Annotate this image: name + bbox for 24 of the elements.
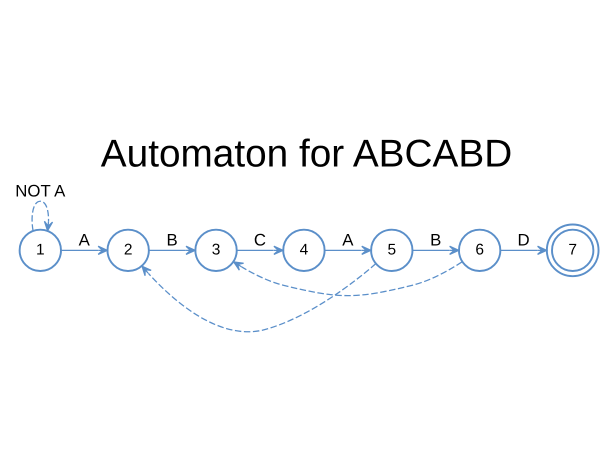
arrow [325, 246, 372, 256]
node-circle: 6 [458, 228, 502, 272]
edge-label: NOT A [15, 182, 66, 201]
arrow [237, 246, 284, 256]
node-circle: 4 [282, 228, 326, 272]
edge-label: A [342, 230, 354, 250]
edge-label: C [254, 230, 266, 250]
diagram-title: Automaton for ABCABD [100, 132, 512, 176]
edge-label: B [166, 230, 178, 250]
arrow [61, 246, 108, 256]
edge-label: B [430, 230, 442, 250]
node-circle: 5 [370, 228, 414, 272]
edge-label: A [78, 230, 90, 250]
edge-label: D [518, 230, 530, 250]
arrow [141, 263, 376, 332]
node-circle: 7 [546, 224, 600, 278]
arrow [412, 246, 460, 256]
arrow [233, 261, 462, 296]
node-circle: 1 [18, 228, 62, 272]
arrow [149, 246, 196, 256]
arrow [31, 200, 54, 232]
arrow [500, 246, 548, 256]
node-circle: 3 [194, 228, 238, 272]
node-circle: 2 [106, 228, 150, 272]
